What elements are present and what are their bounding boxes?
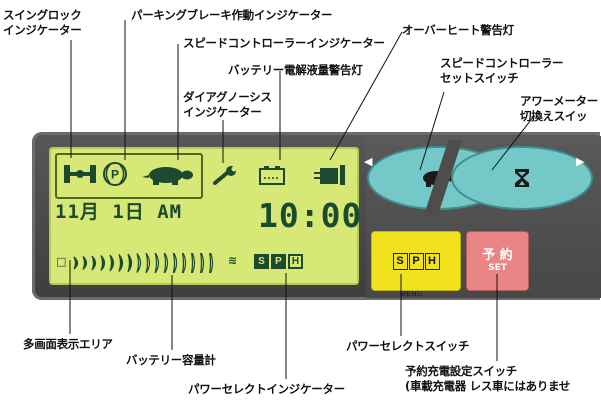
- battery-gauge-segment: [209, 253, 214, 273]
- swing-lock-icon: [64, 165, 96, 183]
- diagnosis-indicator-label: ダイアグノーシス インジケーター: [183, 90, 272, 119]
- battery-fluid-icon: [259, 166, 285, 185]
- hourglass-icon: [515, 169, 529, 187]
- battery-gauge-segment: [91, 255, 97, 271]
- power-select-switch[interactable]: S P H: [371, 231, 461, 291]
- speed-controller-indicator-label: スピードコントローラーインジケーター: [183, 36, 385, 50]
- battery-gauge-segment: [82, 256, 88, 270]
- battery-gauge-segment: [73, 256, 79, 270]
- power-select-switch-label: パワーセレクトスイッチ: [346, 339, 470, 353]
- lcd-indicator-frame: [55, 153, 203, 199]
- multi-display-area-label: 多画面表示エリア: [23, 337, 113, 351]
- arrow-right-icon: ▶: [576, 155, 585, 168]
- mode-indicator-s: S: [254, 254, 269, 269]
- reserve-sub: SET: [488, 263, 507, 273]
- arrow-left-icon: ◀: [364, 155, 373, 168]
- hour-meter-switch-label: アワーメーター 切換えスイッ: [520, 94, 598, 123]
- parking-brake-label: パーキングブレーキ作動インジケーター: [131, 8, 333, 22]
- power-select-h: H: [424, 252, 440, 270]
- power-select-s: S: [392, 252, 408, 270]
- power-select-menu-caption: MENU: [400, 291, 423, 298]
- turtle-speed-icon: [142, 167, 193, 185]
- battery-gauge-segment: [145, 253, 151, 273]
- battery-gauge-segment: [118, 254, 124, 272]
- lcd-time: 10:00: [258, 196, 363, 235]
- reserve-charge-switch-label: 予約充電設定スイッチ (車載充電器 レス車にはありませ: [405, 364, 571, 393]
- speed-set-switch-label: スピードコントローラー セットスイッチ: [440, 56, 564, 85]
- wrench-icon: [213, 166, 237, 185]
- parking-brake-icon: P: [103, 162, 127, 186]
- reserve-charge-switch[interactable]: 予 約 SET: [466, 231, 529, 291]
- battery-gauge-segment: [181, 253, 187, 273]
- battery-gauge-segment: [136, 253, 142, 273]
- battery-gauge-segment: [100, 255, 106, 271]
- power-select-p: P: [408, 252, 424, 270]
- power-select-indicator-label: パワーセレクトインジケーター: [188, 382, 345, 396]
- battery-gauge-segment: [199, 253, 205, 273]
- lcd-date: 11月 1日 AM: [55, 201, 183, 223]
- overheat-warning-label: オーバーヒート警告灯: [402, 23, 514, 37]
- battery-gauge-segment: [163, 253, 169, 273]
- battery-gauge-end-icon: ≋: [228, 254, 238, 267]
- battery-gauge-segment: [154, 253, 160, 273]
- mode-indicator-p: P: [271, 254, 286, 269]
- battery-gauge-segment: [172, 253, 178, 273]
- battery-gauge-segment: [109, 254, 115, 272]
- mode-indicator-h: H: [288, 254, 303, 269]
- battery-gauge-segment: [127, 253, 133, 273]
- swing-lock-label: スイングロック インジケーター: [3, 8, 82, 37]
- overheat-icon: [314, 165, 345, 185]
- svg-text:P: P: [111, 168, 119, 182]
- battery-gauge-label: バッテリー容量計: [126, 353, 216, 367]
- power-select-indicator: S P H: [254, 254, 303, 269]
- battery-fluid-warning-label: バッテリー電解液量警告灯: [228, 63, 363, 77]
- battery-gauge: [73, 253, 214, 273]
- battery-gauge-segment: [190, 253, 196, 273]
- hour-meter-switch[interactable]: [451, 146, 593, 210]
- reserve-title: 予 約: [482, 248, 513, 263]
- lcd-small-icon: □: [56, 255, 67, 268]
